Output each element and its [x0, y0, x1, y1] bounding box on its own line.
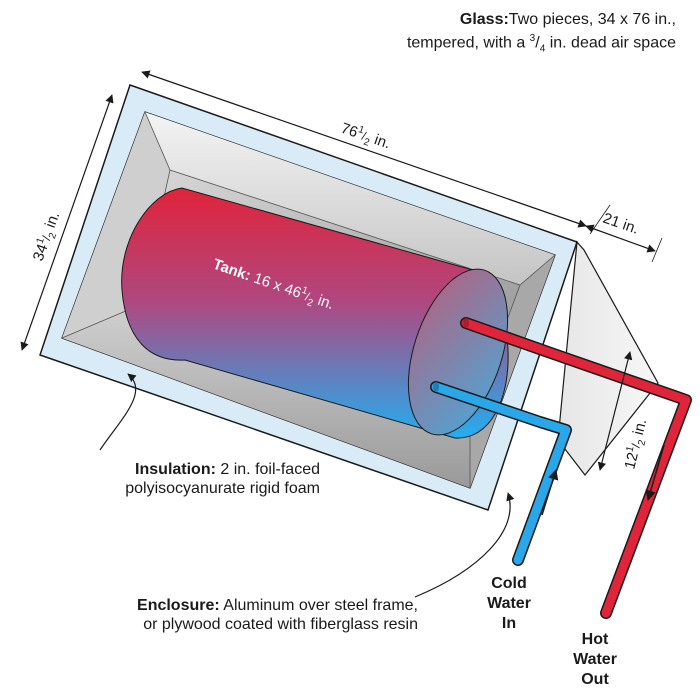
depth-dimension-line: [585, 224, 656, 253]
tank-end-cap: [407, 268, 509, 436]
insulation-label: Insulation: 2 in. foil-faced polyisocyan…: [125, 461, 320, 497]
enclosure-leader: [414, 492, 515, 598]
interior-right-wall: [470, 255, 555, 488]
cold-water-pipe-fill: [431, 382, 571, 565]
enclosure-name: Enclosure:: [137, 597, 220, 614]
side-dimension-line: [597, 351, 633, 471]
cold-water-label: Cold Water In: [487, 575, 531, 632]
insulation-name: Insulation:: [135, 461, 216, 478]
height-dimension-label: 341/2 in.: [29, 209, 66, 264]
side-dimension-label: 121/2 in.: [620, 417, 653, 472]
glass-name: Glass:: [459, 11, 509, 28]
cold-flow-arrow: [541, 468, 559, 516]
enclosure-label: Enclosure: Aluminum over steel frame, or…: [137, 597, 418, 633]
glass-label: Glass:Two pieces, 34 x 76 in., tempered,…: [406, 11, 676, 55]
hot-flow-arrow: [645, 444, 665, 502]
insulation-leader: [99, 373, 137, 451]
hot-water-label: Hot Water Out: [573, 631, 617, 688]
height-dimension-line: [20, 94, 114, 351]
glass-line1: Two pieces, 34 x 76 in.,: [508, 11, 676, 28]
length-dimension-label: 761/2 in.: [338, 119, 393, 156]
length-dimension-line: [141, 70, 587, 228]
